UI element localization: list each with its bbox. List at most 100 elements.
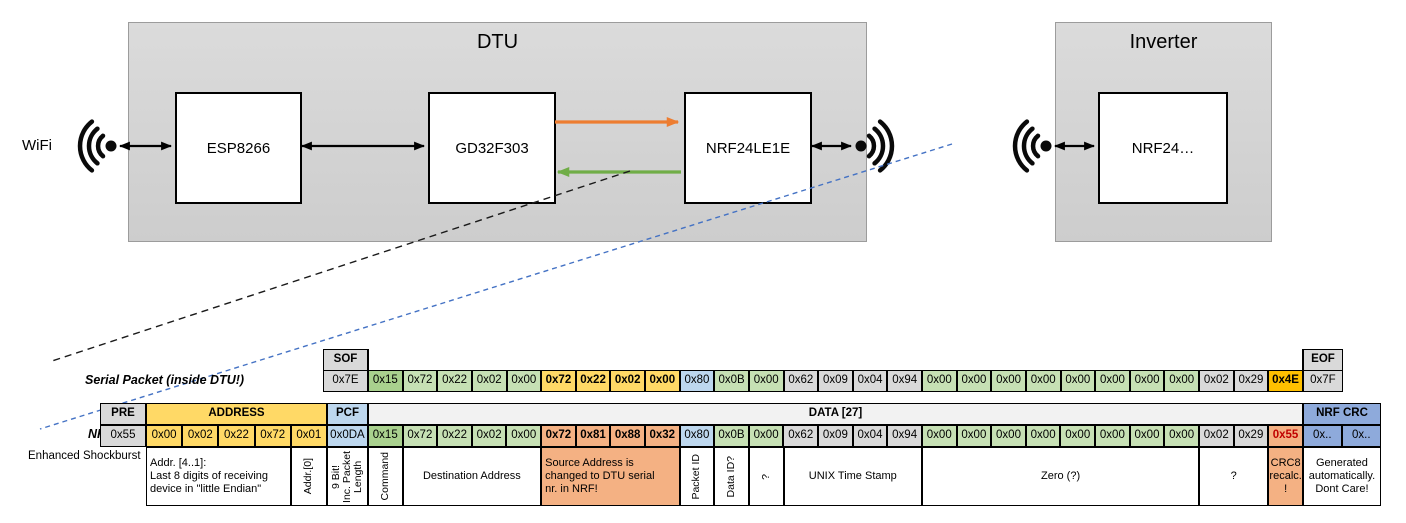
pre-value: 0x55 bbox=[100, 425, 146, 447]
byte-cell: 0x00 bbox=[645, 370, 680, 392]
address-byte: 0x72 bbox=[254, 425, 291, 447]
wifi-label: WiFi bbox=[22, 137, 52, 154]
pcf-header: PCF bbox=[327, 403, 368, 425]
nrf-byte-row: 0x55 0x00 0x02 0x22 0x72 0x01 0x0DA 0x15… bbox=[100, 425, 1381, 447]
enhanced-shockburst-label: Enhanced Shockburst bbox=[28, 450, 141, 462]
byte-cell: 0x00 bbox=[1164, 370, 1199, 392]
nrf-crc-header: NRF CRC bbox=[1303, 403, 1381, 425]
byte-cell: 0x00 bbox=[506, 370, 542, 392]
address-byte: 0x00 bbox=[146, 425, 183, 447]
gd32f303-box: GD32F303 bbox=[428, 92, 556, 204]
byte-cell: 0x32 bbox=[644, 425, 680, 447]
address-byte: 0x02 bbox=[182, 425, 219, 447]
wifi-icon-inverter bbox=[1012, 119, 1052, 173]
nrf24le1e-box: NRF24LE1E bbox=[684, 92, 812, 204]
byte-cell: 0x15 bbox=[367, 425, 403, 447]
byte-cell: 0x00 bbox=[956, 370, 992, 392]
annotation-cell: Data ID? bbox=[714, 447, 749, 506]
annotation-cell: Addr.[0] bbox=[290, 447, 327, 506]
annotation-cell: Source Address is changed to DTU serial … bbox=[541, 447, 680, 506]
byte-cell: 0x62 bbox=[783, 425, 819, 447]
divider bbox=[1301, 349, 1304, 392]
gd32f303-label: GD32F303 bbox=[455, 139, 529, 157]
pre-header: PRE bbox=[100, 403, 146, 425]
annotation-cell: CRC8 recalc. ! bbox=[1268, 447, 1303, 506]
nrf-header-row: PRE ADDRESS PCF DATA [27] NRF CRC bbox=[100, 403, 1381, 425]
byte-cell: 0x22 bbox=[575, 370, 611, 392]
wifi-icon-left bbox=[77, 119, 117, 173]
byte-cell: 0x00 bbox=[1060, 425, 1096, 447]
byte-cell: 0x00 bbox=[1025, 425, 1061, 447]
byte-cell: 0x88 bbox=[610, 425, 645, 447]
dtu-title: DTU bbox=[476, 31, 519, 53]
byte-cell: 0x00 bbox=[1025, 370, 1061, 392]
byte-cell: 0x00 bbox=[922, 370, 957, 392]
data-header: DATA [27] bbox=[368, 403, 1303, 425]
byte-cell: 0x00 bbox=[991, 425, 1026, 447]
inverter-nrf24-box: NRF24… bbox=[1098, 92, 1228, 204]
inverter-container: Inverter bbox=[1055, 22, 1272, 242]
annotation-cell: Packet ID bbox=[679, 447, 715, 506]
annotation-cell: ? bbox=[1199, 447, 1269, 506]
eof-value: 0x7F bbox=[1302, 370, 1343, 392]
annotation-cell: ? bbox=[748, 447, 784, 506]
byte-cell: 0x81 bbox=[575, 425, 611, 447]
byte-cell: 0x22 bbox=[437, 370, 472, 392]
byte-cell: 0x80 bbox=[679, 370, 715, 392]
byte-cell: 0x02 bbox=[471, 370, 507, 392]
nrf24le1e-label: NRF24LE1E bbox=[705, 139, 791, 157]
byte-cell: 0x80 bbox=[679, 425, 715, 447]
divider bbox=[366, 349, 369, 392]
byte-cell: 0x09 bbox=[818, 370, 853, 392]
byte-cell: 0x00 bbox=[1129, 425, 1165, 447]
annotation-cell: Generated automatically. Dont Care! bbox=[1302, 447, 1381, 506]
annotation-cell: Command bbox=[367, 447, 403, 506]
esp8266-box: ESP8266 bbox=[175, 92, 302, 204]
eof-header: EOF bbox=[1303, 349, 1343, 371]
divider bbox=[366, 403, 369, 506]
annotation-cell: UNIX Time Stamp bbox=[783, 447, 923, 506]
byte-cell: 0x04 bbox=[852, 370, 888, 392]
byte-cell: 0x04 bbox=[852, 425, 888, 447]
byte-cell: 0x55 bbox=[1268, 425, 1303, 447]
byte-cell: 0x15 bbox=[368, 370, 403, 392]
byte-cell: 0x00 bbox=[1129, 370, 1165, 392]
byte-cell: 0x29 bbox=[1233, 425, 1269, 447]
byte-cell: 0x4E bbox=[1268, 370, 1303, 392]
byte-cell: 0x09 bbox=[818, 425, 853, 447]
byte-cell: 0x00 bbox=[748, 370, 784, 392]
byte-cell: 0x0B bbox=[714, 425, 749, 447]
byte-cell: 0x02 bbox=[610, 370, 645, 392]
sof-value: 0x7E bbox=[323, 370, 368, 392]
pcf-value: 0x0DA bbox=[326, 425, 368, 447]
nrf-crc-byte: 0x.. bbox=[1302, 425, 1342, 447]
byte-cell: 0x00 bbox=[921, 425, 957, 447]
address-byte: 0x22 bbox=[218, 425, 255, 447]
byte-cell: 0x00 bbox=[1060, 370, 1096, 392]
annotation-cell: 9 Bit! Inc. Packet Length bbox=[326, 447, 368, 506]
byte-cell: 0x62 bbox=[783, 370, 819, 392]
byte-cell: 0x72 bbox=[541, 370, 576, 392]
byte-cell: 0x72 bbox=[541, 425, 576, 447]
esp8266-label: ESP8266 bbox=[206, 139, 271, 157]
sof-header: SOF bbox=[323, 349, 368, 371]
address-header: ADDRESS bbox=[146, 403, 327, 425]
divider bbox=[1301, 403, 1304, 506]
nrf-annotation-row: Addr. [4..1]: Last 8 digits of receiving… bbox=[146, 447, 1381, 506]
byte-cell: 0x00 bbox=[1095, 425, 1130, 447]
byte-cell: 0x00 bbox=[991, 370, 1026, 392]
annotation-cell: Zero (?) bbox=[922, 447, 1200, 506]
byte-cell: 0x94 bbox=[887, 425, 922, 447]
byte-cell: 0x94 bbox=[887, 370, 922, 392]
byte-cell: 0x00 bbox=[506, 425, 542, 447]
byte-cell: 0x00 bbox=[748, 425, 784, 447]
annotation-cell: Addr. [4..1]: Last 8 digits of receiving… bbox=[146, 447, 291, 506]
byte-cell: 0x72 bbox=[402, 370, 438, 392]
byte-cell: 0x02 bbox=[1198, 425, 1234, 447]
byte-cell: 0x00 bbox=[1095, 370, 1130, 392]
inverter-nrf24-label: NRF24… bbox=[1131, 139, 1195, 157]
address-byte: 0x01 bbox=[290, 425, 327, 447]
byte-cell: 0x29 bbox=[1233, 370, 1269, 392]
